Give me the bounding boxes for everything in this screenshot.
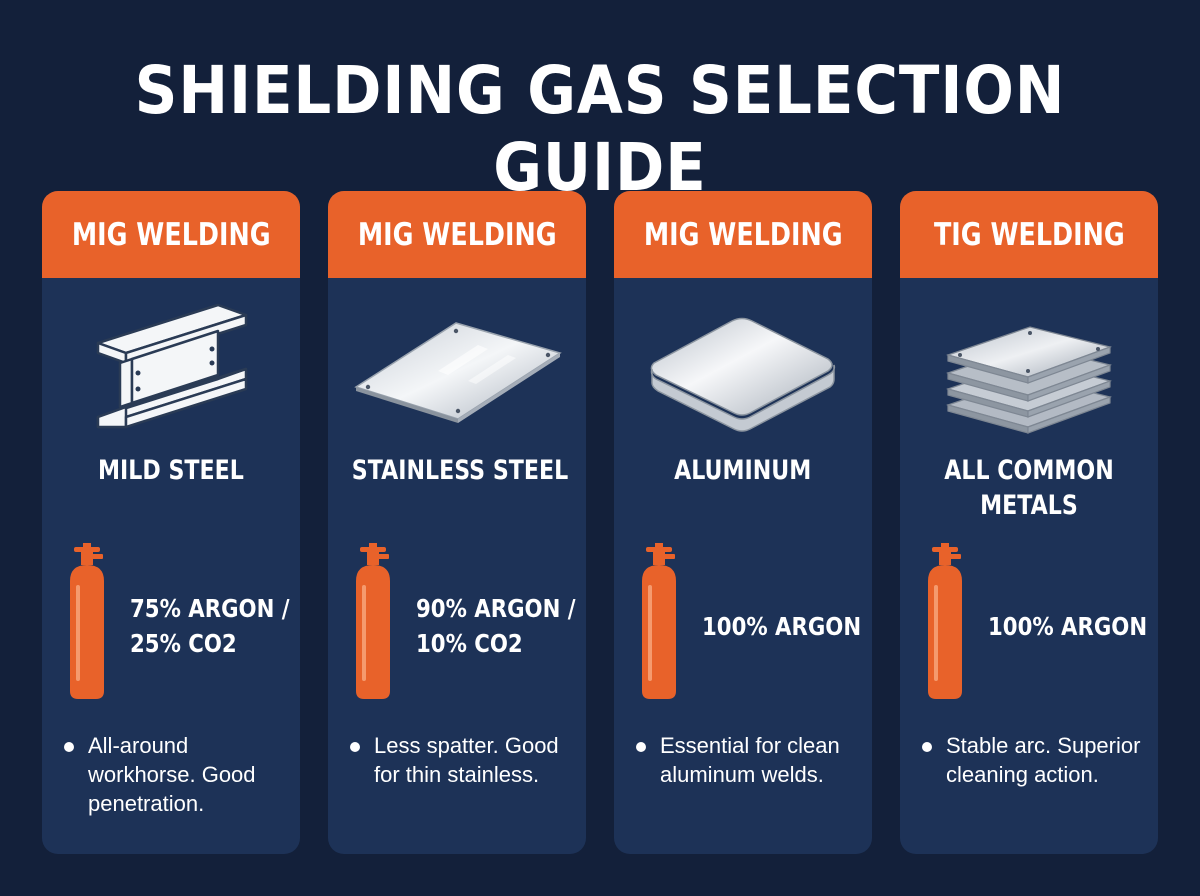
bullet-icon xyxy=(636,742,646,752)
process-label: MIG WELDING xyxy=(357,216,557,253)
note: Stable arc. Superior cleaning action. xyxy=(922,731,1152,789)
bullet-icon xyxy=(64,742,74,752)
i-beam-icon xyxy=(96,303,248,429)
card-aluminum: MIG WELDING ALUMINUM 100% ARGON Essentia… xyxy=(614,191,872,854)
bullet-icon xyxy=(350,742,360,752)
gas-cylinder-icon xyxy=(70,543,104,699)
metal-name: STAINLESS STEEL xyxy=(351,455,569,486)
gas-mix: 90% ARGON / 10% CO2 xyxy=(416,594,576,658)
stacked-plates-icon xyxy=(945,326,1113,434)
card-header: MIG WELDING xyxy=(328,191,586,278)
card-header: MIG WELDING xyxy=(614,191,872,278)
steel-sheet-icon xyxy=(354,322,562,423)
process-label: MIG WELDING xyxy=(643,216,843,253)
card-all-common-metals: TIG WELDING ALL xyxy=(900,191,1158,854)
aluminum-plate-icon xyxy=(650,317,836,432)
metal-name: MILD STEEL xyxy=(98,455,244,486)
gas-cylinder-icon xyxy=(642,543,676,699)
note: Less spatter. Good for thin stainless. xyxy=(350,731,580,789)
gas-mix: 100% ARGON xyxy=(702,612,862,641)
note: Essential for clean aluminum welds. xyxy=(636,731,866,789)
bullet-icon xyxy=(922,742,932,752)
metal-name: ALUMINUM xyxy=(674,455,812,486)
gas-mix: 100% ARGON xyxy=(988,612,1148,641)
gas-cylinder-icon xyxy=(928,543,962,699)
card-header: TIG WELDING xyxy=(900,191,1158,278)
card-header: MIG WELDING xyxy=(42,191,300,278)
gas-mix: 75% ARGON / 25% CO2 xyxy=(130,594,290,658)
page-title: SHIELDING GAS SELECTION GUIDE xyxy=(134,52,1066,206)
card-mild-steel: MIG WELDING MILD STEEL 75% ARGON / 25 xyxy=(42,191,300,854)
process-label: MIG WELDING xyxy=(71,216,271,253)
process-label: TIG WELDING xyxy=(933,216,1125,253)
card-stainless-steel: MIG WELDING STAINLESS STEEL 90% ARGON xyxy=(328,191,586,854)
gas-cylinder-icon xyxy=(356,543,390,699)
metal-name: ALL COMMON METALS xyxy=(944,455,1114,521)
note: All-around workhorse. Good penetration. xyxy=(64,731,294,818)
